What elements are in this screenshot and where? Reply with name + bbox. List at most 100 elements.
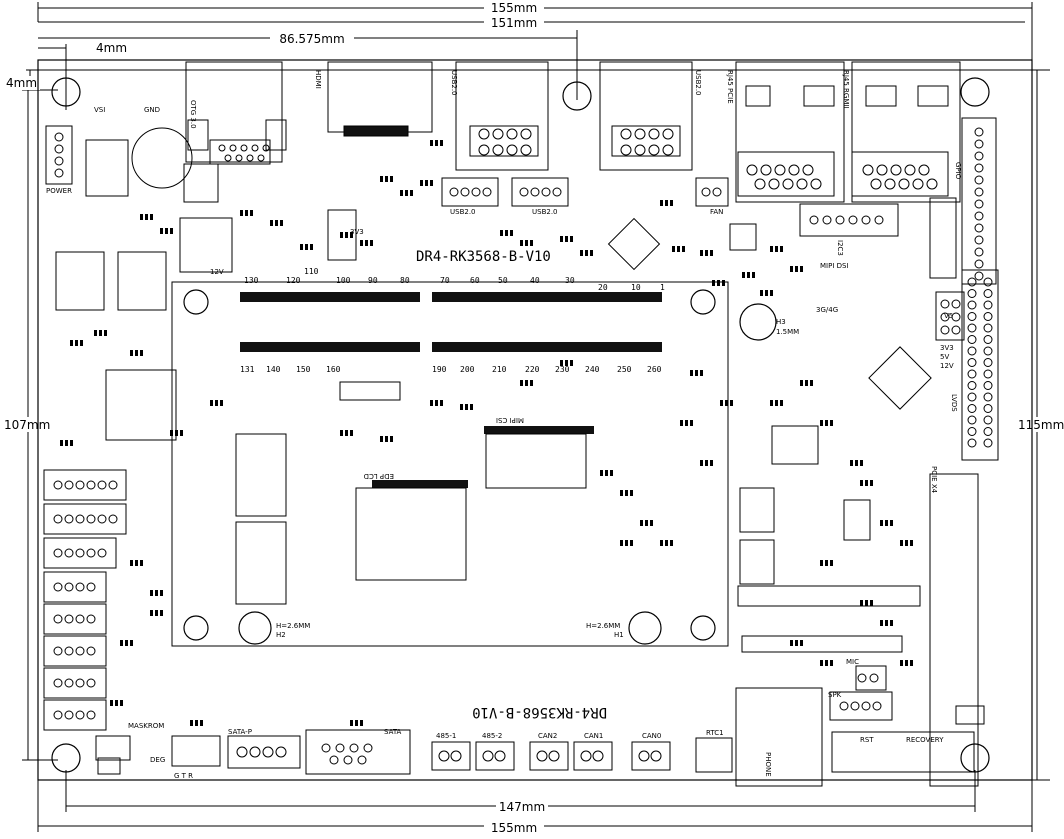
smd-pad	[440, 140, 443, 146]
pin	[86, 678, 96, 688]
mipi-dsi-label: MIPI DSI	[820, 262, 849, 270]
svg-text:190: 190	[432, 365, 447, 374]
pin	[262, 746, 274, 758]
smd-pad	[160, 228, 163, 234]
pin	[874, 215, 884, 225]
smd-pad	[695, 370, 698, 376]
smd-pad	[870, 600, 873, 606]
pcie-x4-label: PCIE X4	[930, 466, 938, 494]
pin	[983, 289, 993, 298]
pin	[520, 128, 532, 140]
smd-pad	[104, 330, 107, 336]
smd-pad	[680, 420, 683, 426]
smd-pad	[850, 460, 853, 466]
pin	[802, 164, 814, 176]
smd-pad	[140, 560, 143, 566]
pin	[796, 178, 808, 190]
smd-pad	[630, 540, 633, 546]
smd-pad	[525, 240, 528, 246]
svg-text:1: 1	[660, 283, 665, 292]
pin	[64, 710, 74, 720]
svg-text:40: 40	[530, 276, 540, 285]
smd-pad	[870, 480, 873, 486]
smd-pad	[810, 380, 813, 386]
pin	[768, 178, 780, 190]
pin	[974, 151, 984, 161]
smd-pad	[160, 610, 163, 616]
pin	[64, 646, 74, 656]
smd-pad	[830, 420, 833, 426]
rs485-1-label: 485-1	[436, 732, 456, 740]
smd-pad	[80, 340, 83, 346]
smd-pad	[305, 244, 308, 250]
smd-pad	[520, 240, 523, 246]
smd-pad	[672, 246, 675, 252]
pin	[580, 750, 592, 762]
smd-pad	[120, 640, 123, 646]
pin	[974, 199, 984, 209]
smd-pad	[670, 540, 673, 546]
smd-pad	[435, 140, 438, 146]
pin	[541, 187, 551, 197]
smd-pad	[625, 540, 628, 546]
smd-pad	[245, 210, 248, 216]
smd-pad	[780, 400, 783, 406]
svg-text:131: 131	[240, 365, 255, 374]
smd-pad	[885, 620, 888, 626]
smd-pad	[340, 232, 343, 238]
pin	[835, 215, 845, 225]
h3-label: H3	[776, 318, 786, 326]
smd-pad	[560, 360, 563, 366]
pin	[810, 178, 822, 190]
dim-86575: 86.575mm	[279, 32, 344, 46]
svg-text:100: 100	[336, 276, 351, 285]
g34-label: 3G/4G	[816, 306, 838, 314]
pin	[536, 750, 548, 762]
smd-pad	[685, 420, 688, 426]
smd-pad	[795, 266, 798, 272]
smd-pad	[620, 490, 623, 496]
svg-text:60: 60	[470, 276, 480, 285]
smd-pad	[70, 440, 73, 446]
smd-pad	[460, 404, 463, 410]
smd-pad	[175, 430, 178, 436]
usb-b-label: USB2.0	[532, 208, 558, 216]
h2-size-label: H=2.6MM	[276, 622, 310, 630]
pin	[967, 381, 977, 390]
pin	[54, 144, 64, 154]
smd-pad	[155, 590, 158, 596]
svg-text:110: 110	[304, 267, 319, 276]
pin	[530, 187, 540, 197]
power-label: POWER	[46, 187, 72, 195]
pin	[54, 132, 64, 142]
fan-label: FAN	[710, 208, 723, 216]
smd-pad	[825, 560, 828, 566]
smd-pad	[825, 420, 828, 426]
pin	[862, 164, 874, 176]
pin	[53, 514, 63, 524]
h1-label: H1	[614, 631, 624, 639]
pin	[951, 325, 961, 335]
pin	[240, 144, 248, 152]
can2-label: CAN2	[538, 732, 557, 740]
pin	[967, 346, 977, 356]
smd-pad	[280, 220, 283, 226]
smd-pad	[220, 400, 223, 406]
pin	[108, 514, 118, 524]
svg-text:210: 210	[492, 365, 507, 374]
smd-pad	[410, 190, 413, 196]
gpio-label: GPIO	[954, 162, 962, 180]
pin	[64, 514, 74, 524]
pin	[983, 358, 993, 367]
smd-pad	[385, 436, 388, 442]
phone-label: PHONE	[764, 752, 772, 777]
svg-text:90: 90	[368, 276, 378, 285]
pin	[974, 163, 984, 173]
top-connectors	[45, 61, 999, 461]
pin	[634, 128, 646, 140]
pin	[75, 582, 85, 592]
smd-pad	[640, 520, 643, 526]
smd-pad	[440, 400, 443, 406]
connector-bottom-right	[432, 342, 662, 352]
